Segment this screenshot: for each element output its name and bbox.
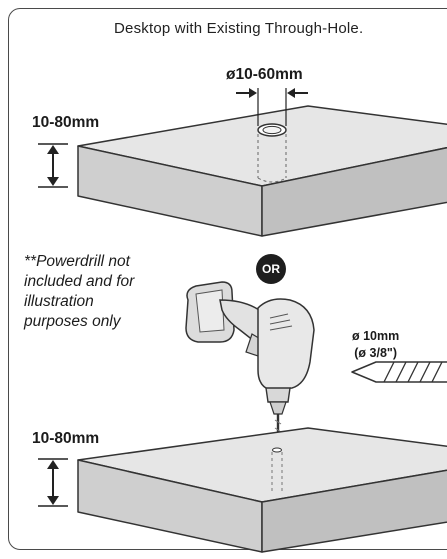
drill-bit-size-label: ø 10mm (ø 3/8") bbox=[352, 328, 399, 362]
or-badge: OR bbox=[256, 254, 286, 284]
drill-point-icon bbox=[271, 447, 283, 494]
drill-bit-imperial-size: (ø 3/8") bbox=[354, 346, 397, 360]
bottom-thickness-dimension-icon bbox=[38, 458, 68, 507]
power-drill-icon bbox=[185, 281, 315, 466]
note-line-2: included and for bbox=[24, 273, 135, 290]
hole-diameter-dimension-icon bbox=[236, 88, 308, 126]
top-desktop-slab-icon bbox=[77, 105, 447, 237]
hole-diameter-label: ø10-60mm bbox=[226, 66, 303, 83]
bottom-thickness-label: 10-80mm bbox=[32, 430, 100, 447]
page-title: Desktop with Existing Through-Hole. bbox=[114, 20, 364, 37]
note-line-4: purposes only bbox=[24, 313, 121, 330]
illustration-frame bbox=[8, 8, 447, 550]
note-line-1: **Powerdrill not bbox=[24, 253, 130, 270]
top-thickness-dimension-icon bbox=[38, 143, 68, 188]
top-thickness-label: 10-80mm bbox=[32, 114, 100, 131]
powerdrill-disclaimer-note: **Powerdrill not included and for illust… bbox=[24, 252, 174, 332]
drill-bit-icon bbox=[351, 361, 447, 383]
bottom-desktop-slab-icon bbox=[77, 427, 447, 553]
note-line-3: illustration bbox=[24, 293, 94, 310]
through-hole-icon bbox=[257, 123, 287, 183]
drill-bit-metric-size: ø 10mm bbox=[352, 329, 400, 343]
